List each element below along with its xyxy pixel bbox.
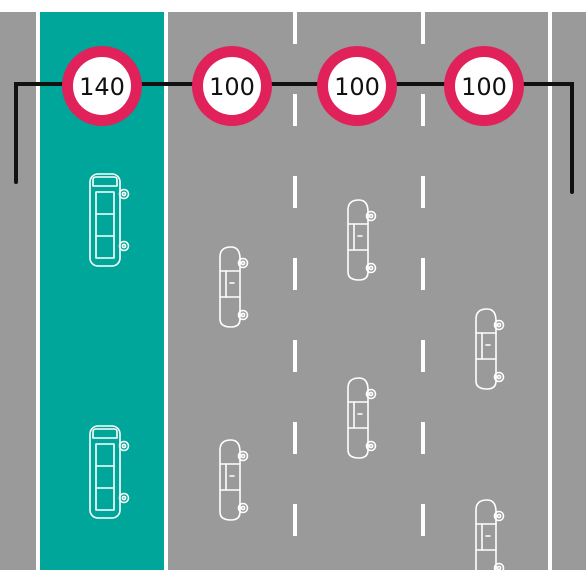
bus-lane-right-line (164, 12, 168, 570)
bus-lane-left-line (36, 12, 40, 570)
speed-sign-label: 100 (461, 73, 507, 101)
right-edge-line (548, 12, 552, 570)
speed-sign-lane-2: 100 (192, 46, 272, 126)
speed-sign-label: 140 (79, 73, 125, 101)
speed-sign-lane-4: 100 (444, 46, 524, 126)
speed-sign-label: 100 (334, 73, 380, 101)
speed-sign-lane-3: 100 (317, 46, 397, 126)
speed-sign-label: 100 (209, 73, 255, 101)
speed-sign-lane-1: 140 (62, 46, 142, 126)
